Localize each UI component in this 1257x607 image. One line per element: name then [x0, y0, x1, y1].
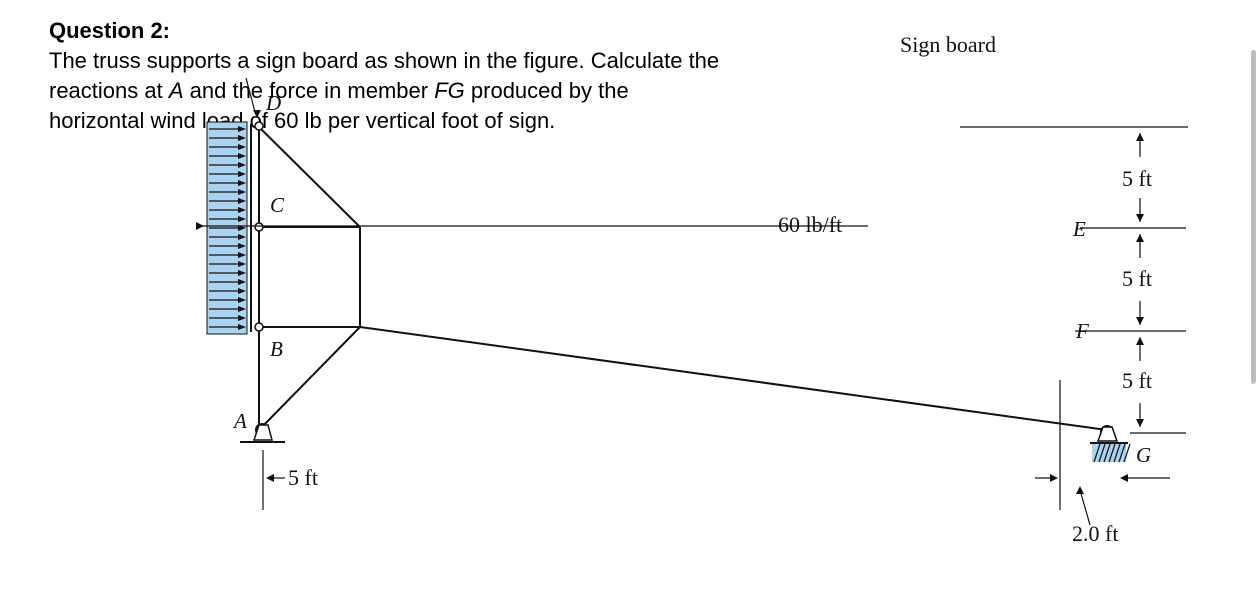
load-arrow-head — [238, 135, 246, 141]
joint-pin — [254, 322, 264, 332]
load-arrow-head — [238, 162, 246, 168]
load-arrow-head — [238, 252, 246, 258]
load-leader-head — [196, 222, 204, 230]
load-arrow-head — [238, 270, 246, 276]
dim-horizontal-label: 5 ft — [288, 465, 318, 490]
load-arrow-head — [238, 144, 246, 150]
dim-offset-label: 2.0 ft — [1072, 521, 1118, 546]
dim-arrow-down — [1136, 419, 1144, 427]
point-label-c: C — [270, 193, 285, 217]
ground-hatch — [1123, 443, 1131, 463]
ground-hatch — [1108, 443, 1116, 463]
dim-offset-leader-head — [1076, 486, 1084, 494]
dim-vertical-label: 5 ft — [1122, 368, 1152, 393]
point-label-d: D — [265, 91, 281, 115]
truss-members-live — [258, 126, 1108, 431]
load-arrow-head — [238, 126, 246, 132]
member-af — [258, 326, 361, 431]
ground-hatch — [1118, 443, 1126, 463]
point-label-b: B — [270, 337, 283, 361]
load-label: 60 lb/ft — [778, 212, 842, 237]
sign-leader — [245, 77, 256, 113]
ground-hatch — [1098, 443, 1106, 463]
dim-arrow-up — [1136, 234, 1144, 242]
dim-arrow-left — [266, 474, 274, 482]
support-g-bracket — [1096, 426, 1119, 442]
dim-vertical-label: 5 ft — [1122, 266, 1152, 291]
sign-leader-head — [253, 110, 261, 118]
point-label-e: E — [1072, 217, 1086, 241]
load-arrow-head — [238, 153, 246, 159]
dim-offset-leader — [1079, 489, 1091, 526]
dim-arrow-right — [1050, 474, 1058, 482]
ground-hatch — [1103, 443, 1111, 463]
sign-board — [206, 121, 260, 335]
question-text-segment: The truss supports a sign board as shown… — [49, 48, 720, 103]
dim-arrow-up — [1136, 337, 1144, 345]
point-label-f: F — [1075, 319, 1089, 343]
question-title: Question 2: — [49, 18, 171, 43]
question-block: Question 2: The truss supports a sign bo… — [49, 16, 729, 136]
dim-arrow-down — [1136, 214, 1144, 222]
load-arrow-head — [238, 261, 246, 267]
load-arrow-head — [238, 180, 246, 186]
question-text-segment: produced by the horizontal wind load of … — [49, 78, 629, 133]
load-arrow-head — [238, 171, 246, 177]
member-fg — [359, 326, 1108, 431]
question-text: The truss supports a sign board as shown… — [49, 46, 729, 136]
ground-hatch — [1093, 443, 1101, 463]
load-arrow-head — [238, 243, 246, 249]
load-arrow-head — [238, 189, 246, 195]
load-arrow-head — [238, 297, 246, 303]
joint-pin — [254, 222, 264, 232]
question-text-segment: and the force in member — [183, 78, 435, 103]
load-arrow-head — [238, 324, 246, 330]
load-arrow-head — [238, 315, 246, 321]
point-label-g: G — [1136, 443, 1151, 467]
vertical-scrollbar[interactable] — [1251, 50, 1256, 384]
point-label-a: A — [232, 409, 247, 433]
load-arrow-head — [238, 306, 246, 312]
dim-offset-arrow — [1120, 474, 1128, 482]
load-arrow-head — [238, 198, 246, 204]
load-arrow-head — [238, 234, 246, 240]
sign-board-label: Sign board — [900, 32, 996, 57]
load-arrow-head — [238, 216, 246, 222]
joint-pin — [254, 121, 264, 131]
member-de — [258, 126, 361, 228]
load-arrow-head — [238, 207, 246, 213]
question-text-segment: A — [168, 78, 184, 103]
load-arrow-head — [238, 279, 246, 285]
question-text-segment: FG — [434, 78, 465, 103]
ground-hatch — [1113, 443, 1121, 463]
dim-arrow-up — [1136, 133, 1144, 141]
load-arrow-head — [238, 288, 246, 294]
dim-arrow-down — [1136, 317, 1144, 325]
support-a-bracket — [252, 424, 273, 441]
dim-vertical-label: 5 ft — [1122, 166, 1152, 191]
